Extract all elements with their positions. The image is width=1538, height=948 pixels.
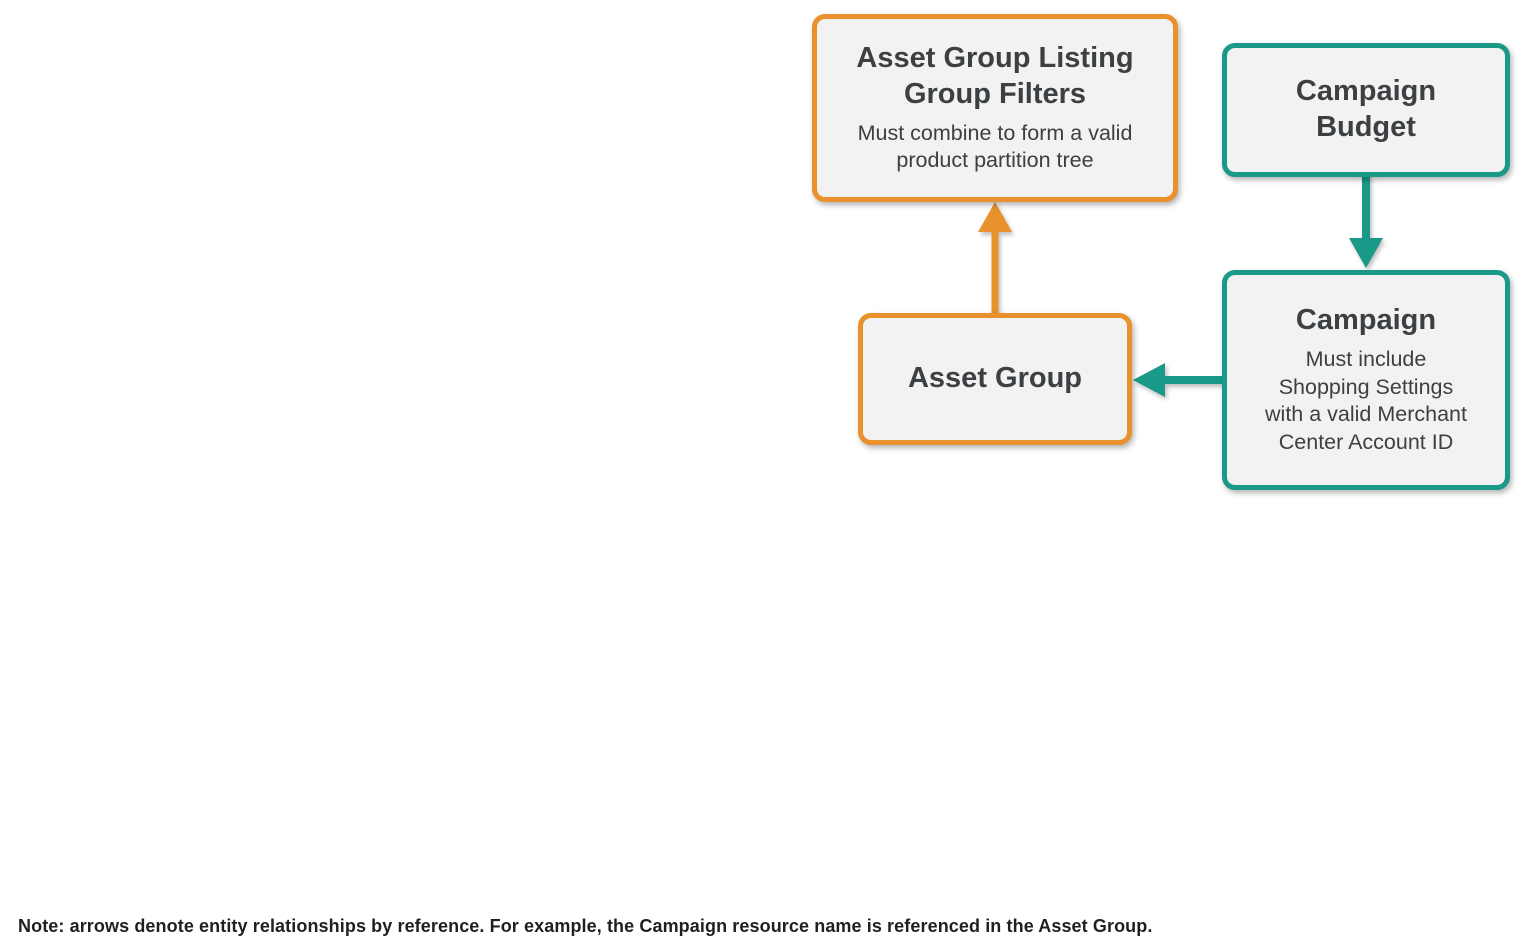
arrow-asset-group-to-listing-filters (978, 202, 1012, 316)
arrow-campaign-to-asset-group (1133, 363, 1225, 397)
node-title: Campaign (1295, 304, 1437, 337)
node-asset-group: Asset Group (858, 313, 1132, 445)
node-title: Campaign Budget (1295, 75, 1437, 143)
node-campaign: Campaign Must include Shopping Settings … (1222, 270, 1510, 490)
node-asset-group-listing-group-filters: Asset Group Listing Group Filters Must c… (812, 14, 1178, 202)
node-campaign-budget: Campaign Budget (1222, 43, 1510, 177)
node-title: Asset Group (907, 362, 1083, 395)
node-subtitle: Must include Shopping Settings with a va… (1265, 347, 1467, 454)
arrow-campaign-budget-to-campaign (1349, 174, 1383, 268)
node-title: Asset Group Listing Group Filters (856, 42, 1134, 110)
diagram-footnote: Note: arrows denote entity relationships… (18, 916, 1153, 936)
node-subtitle: Must combine to form a valid product par… (857, 120, 1133, 173)
